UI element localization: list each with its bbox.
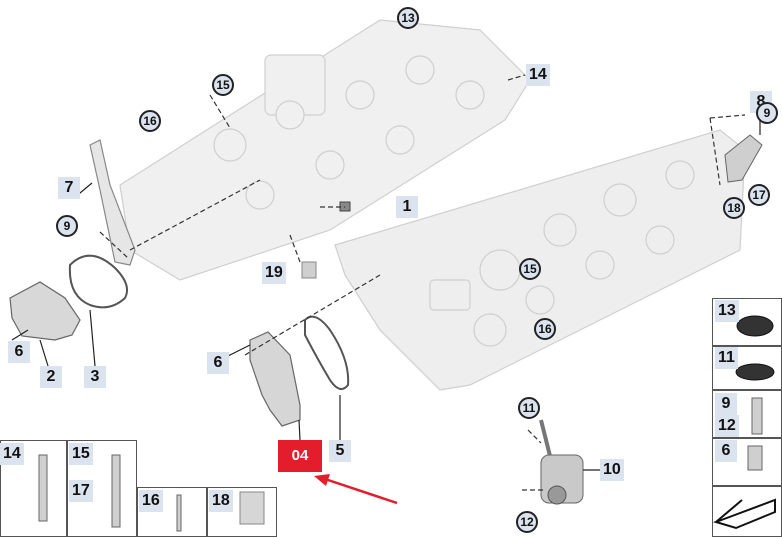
legend-label-14[interactable]: 14 — [0, 443, 24, 465]
circle-label-17[interactable]: 17 — [748, 184, 770, 206]
bolt-9-12-icon — [751, 397, 763, 435]
flag-icon — [712, 498, 776, 530]
seal-13-icon — [736, 315, 774, 337]
circle-label-15-upper[interactable]: 15 — [212, 74, 234, 96]
circle-label-11[interactable]: 11 — [518, 397, 540, 419]
cover-part-04 — [249, 331, 301, 427]
circle-label-9-right[interactable]: 9 — [756, 102, 778, 124]
legend-bottom-icons — [38, 454, 265, 532]
label-6-center[interactable]: 6 — [207, 352, 229, 374]
stud-14-icon — [38, 454, 48, 522]
label-7[interactable]: 7 — [58, 177, 80, 199]
circle-label-9-left[interactable]: 9 — [56, 215, 78, 237]
legend-label-15[interactable]: 15 — [69, 443, 93, 465]
label-6-left[interactable]: 6 — [8, 341, 30, 363]
circle-label-18[interactable]: 18 — [723, 197, 745, 219]
label-2[interactable]: 2 — [40, 366, 62, 388]
actuator-part-10 — [539, 419, 584, 505]
bolt-6-icon — [747, 445, 763, 471]
part-8 — [724, 134, 763, 183]
label-14[interactable]: 14 — [526, 64, 550, 86]
bolt-15-17-icon — [111, 454, 121, 528]
legend-label-11[interactable]: 11 — [715, 347, 738, 369]
legend-label-16[interactable]: 16 — [139, 490, 163, 512]
red-arrow — [314, 474, 398, 505]
label-1[interactable]: 1 — [396, 196, 418, 218]
sleeve-part-19 — [301, 261, 317, 279]
cylinder-head-upper — [119, 19, 531, 281]
legend-label-6[interactable]: 6 — [715, 440, 737, 462]
legend-label-18[interactable]: 18 — [209, 490, 233, 512]
leader-lines — [99, 74, 746, 491]
circle-label-16-lower[interactable]: 16 — [534, 318, 556, 340]
circle-label-13[interactable]: 13 — [397, 7, 419, 29]
legend-label-12[interactable]: 12 — [715, 415, 739, 437]
label-5[interactable]: 5 — [329, 440, 351, 462]
part-callout-04[interactable]: 04 — [278, 440, 322, 472]
legend-right-icons — [712, 315, 776, 530]
circle-label-12[interactable]: 12 — [516, 511, 538, 533]
gasket-part-left — [68, 254, 128, 309]
legend-label-9[interactable]: 9 — [715, 393, 737, 415]
legend-label-17[interactable]: 17 — [69, 480, 93, 502]
legend-cell-flag — [712, 486, 782, 537]
label-10[interactable]: 10 — [600, 459, 624, 481]
label-3[interactable]: 3 — [84, 366, 106, 388]
cover-part-left — [9, 281, 81, 341]
sleeve-18-icon — [239, 491, 265, 525]
legend-label-13[interactable]: 13 — [715, 300, 739, 322]
circle-label-15-lower[interactable]: 15 — [519, 258, 541, 280]
screw-16-icon — [176, 494, 182, 532]
solid-leaders — [11, 115, 761, 471]
bracket-part — [89, 139, 136, 266]
circle-label-16-upper[interactable]: 16 — [139, 110, 161, 132]
seal-11-icon — [735, 363, 775, 381]
label-19[interactable]: 19 — [262, 262, 286, 284]
gasket-part-5 — [304, 315, 350, 390]
cylinder-head-lower — [334, 129, 746, 391]
